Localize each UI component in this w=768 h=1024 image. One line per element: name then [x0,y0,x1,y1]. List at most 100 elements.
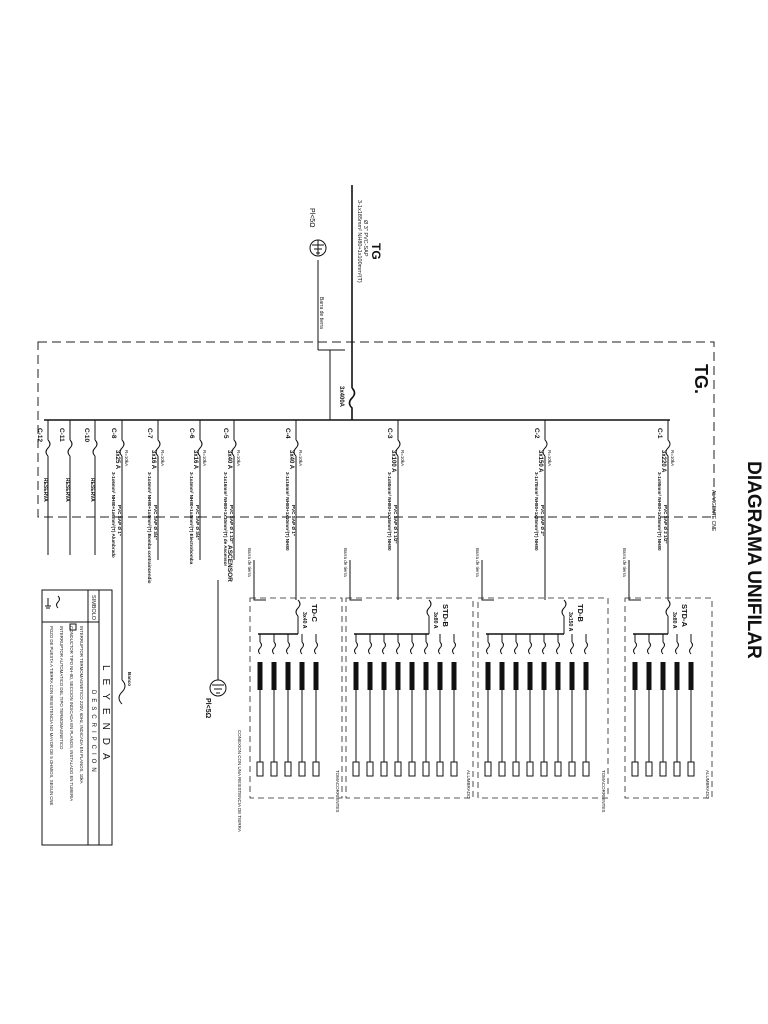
board-ground-label: Barra de tierra [622,548,627,577]
board-main-breaker-icon [295,599,301,617]
board-ground-wire [349,560,362,601]
feeder-cable-spec: 3-1x95mm² NH80+1x35mm²(T) NH80 [657,472,662,551]
legend-rows: INTERRUPTOR TERMOMAGNETICO 220V, 60Hz, I… [49,626,84,805]
board-frame [249,597,343,799]
board-name: STD-A [680,604,689,627]
feeder-breaker-icon [119,439,125,457]
circuit-label-block [555,662,561,690]
board-circuit [284,634,292,777]
circuit-load-box [568,761,576,777]
circuit-breaker-icon [500,641,504,655]
feeder-circuit: C-2 [533,428,540,439]
board-footer: TOMACORRIENTES [601,770,606,812]
feeder-pipe: PVC SAP Ø 1 1/2" [229,505,234,544]
board-ground-label: Barra de tierra [343,548,348,577]
board-name: STD-B [441,604,450,627]
board-frame [624,597,713,799]
circuit-load-box [645,761,653,777]
feeder-breaker-icon [665,439,671,457]
circuit-load-box [422,761,430,777]
circuit-label-block [299,662,305,690]
feeder-breaker-icon [45,439,51,457]
legend-col-description: DESCRIPCION [90,690,96,776]
circuit-label-block [271,662,277,690]
main-board-label: TG. [691,364,711,394]
circuit-breaker-icon [396,641,400,655]
feeder-breaker: 3x220 A [660,450,666,473]
circuit-breaker-icon [584,641,588,655]
circuit-label-block [409,662,415,690]
board-circuit [526,634,534,777]
feeder-cable-spec: 3-1x70mm² NH80+1x25mm²(T) NH80 [534,472,539,551]
circuit-load-box [270,761,278,777]
circuit-breaker-icon [570,641,574,655]
feeder-breaker: 3x40 A [226,450,232,470]
circuit-breaker-icon [675,641,679,655]
circuit-load-box [408,761,416,777]
board-breaker: 3x80 A [432,612,438,629]
feeder-breaker: 3x100 A [390,450,396,473]
board-circuit [659,634,667,777]
board-circuit [645,634,653,777]
feeder-breaker-sub: R=10kA [547,450,552,466]
legend-breaker-icon [56,595,60,609]
circuit-load-box [582,761,590,777]
feeder-breaker: 3x16 A [192,450,198,470]
circuit-label-block [583,662,589,690]
board-circuit [582,634,590,777]
feeder-breaker-icon [92,439,98,457]
circuit-label-block [313,662,319,690]
board-circuit [270,634,278,777]
circuit-breaker-icon [272,641,276,655]
board-frame [345,597,474,799]
ascensor-ground-icon [209,679,227,697]
board-ground-label: Barra de tierra [475,548,480,577]
feeder-pipe: PVC SAP Ø 3/4" [153,505,158,540]
circuit-breaker-icon [286,641,290,655]
main-board-enclosure [37,341,715,518]
feeder-breaker-icon [197,439,203,457]
circuit-load-box [631,761,639,777]
feeder-breaker-sub: R=10kA [670,450,675,466]
circuit-load-box [526,761,534,777]
circuit-label-block [395,662,401,690]
circuit-load-box [673,761,681,777]
feeder-circuit: C-11 [58,428,65,442]
circuit-label-block [632,662,638,690]
board-circuit [352,634,360,777]
circuit-breaker-icon [486,641,490,655]
board-circuit [298,634,306,777]
circuit-breaker-icon [438,641,442,655]
feeder-breaker: 3x25 A [114,450,120,470]
board-circuit [256,634,264,777]
board-circuit [498,634,506,777]
board-breaker: 3x150 A [567,612,573,632]
circuit-load-box [298,761,306,777]
board-circuit [408,634,416,777]
supply-label: TG [369,243,383,260]
circuit-label-block [527,662,533,690]
feeder-target: RESERVA [42,478,48,502]
board-breaker: 3x80 A [671,612,677,629]
legend-frame [41,589,113,846]
circuit-load-box [366,761,374,777]
circuit-load-box [450,761,458,777]
feeder-breaker-icon [67,439,73,457]
circuit-load-box [687,761,695,777]
circuit-label-block [688,662,694,690]
feeder-breaker: 3x16 A [150,450,156,470]
board-name: TD-B [576,604,585,622]
feeder-circuit: C-3 [386,428,393,439]
circuit-label-block [674,662,680,690]
feeder-breaker-sub: R=10kA [160,450,165,466]
feeder-cable-spec: 3-1x4mm² NH80+1x4mm²(T) Electrobomba [189,472,194,565]
feeder-circuit: C-1 [656,428,663,439]
feeder-pipe: PVC SAP Ø 1" [291,505,296,536]
